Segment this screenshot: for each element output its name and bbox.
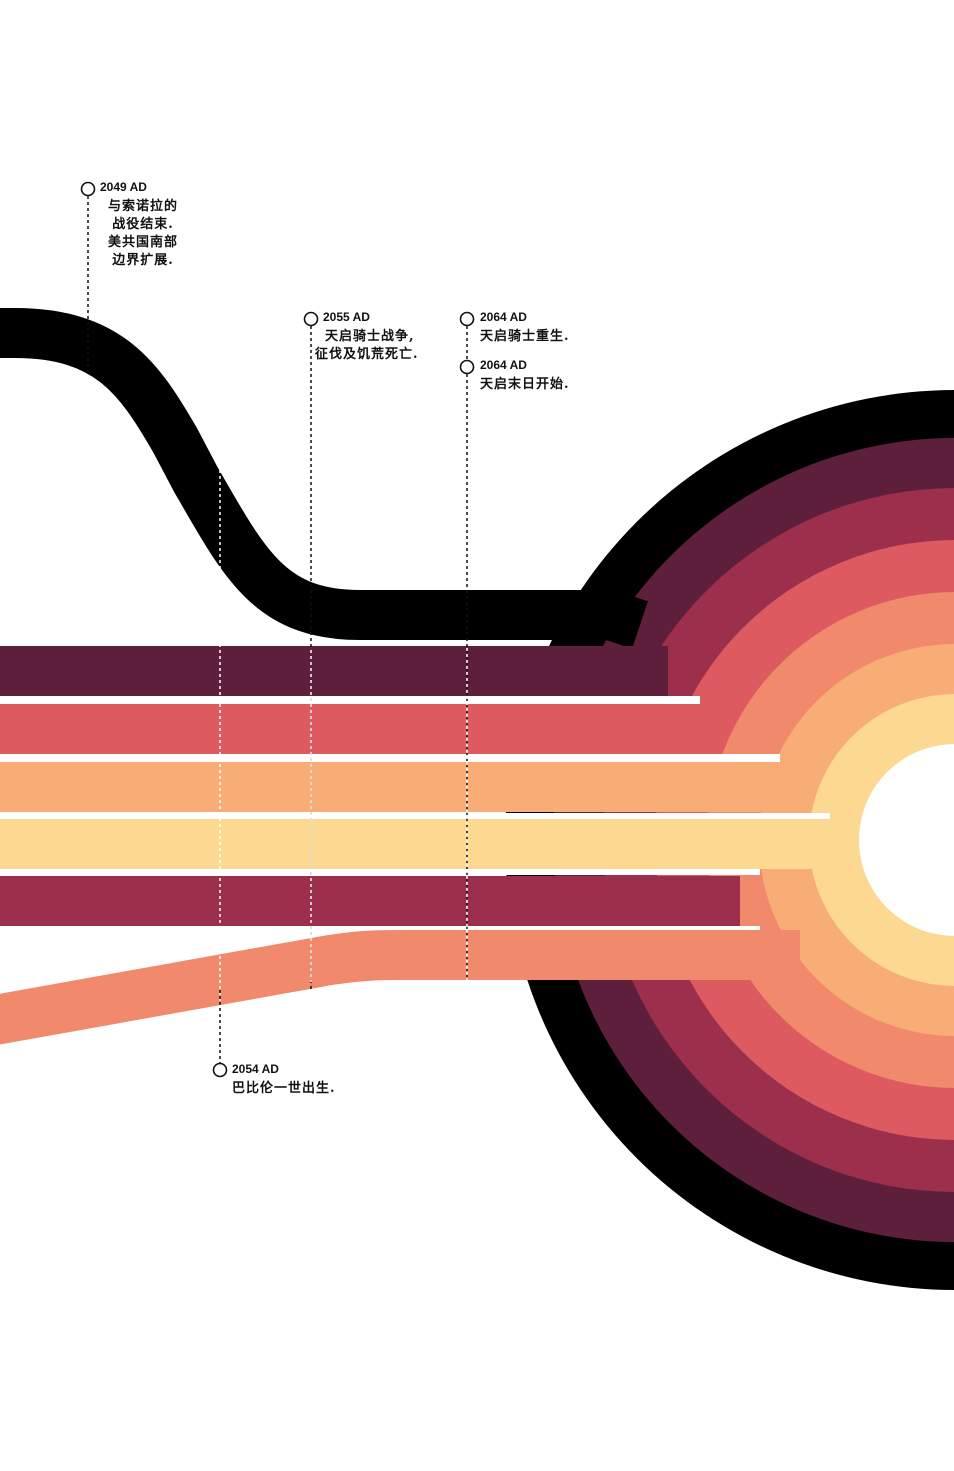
marker-2064-a (459, 311, 475, 327)
event-year: 2049 AD (100, 180, 147, 194)
event-2064-rebirth: 2064 AD 天启骑士重生. (480, 310, 570, 346)
event-year: 2064 AD (480, 310, 527, 324)
band-wine (0, 876, 740, 926)
event-description: 天启末日开始. (480, 376, 570, 394)
event-year: 2064 AD (480, 358, 527, 372)
marker-2055 (303, 311, 319, 327)
event-2064-apocalypse: 2064 AD 天启末日开始. (480, 358, 570, 394)
event-line: 与索诺拉的 (107, 199, 178, 214)
event-year: 2054 AD (232, 1062, 279, 1076)
event-description: 天启骑士重生. (480, 328, 570, 346)
event-description: 巴比伦一世出生. (232, 1080, 336, 1098)
marker-2054 (212, 1062, 228, 1078)
marker-2064-b (459, 359, 475, 375)
event-line: 边界扩展. (112, 253, 174, 268)
band-apricot (0, 762, 796, 812)
band-plum (0, 646, 668, 696)
event-line: 巴比伦一世出生. (232, 1081, 336, 1096)
track-black (0, 308, 648, 649)
event-2054: 2054 AD 巴比伦一世出生. (232, 1062, 336, 1098)
event-2049: 2049 AD 与索诺拉的 战役结束. 美共国南部 边界扩展. (100, 180, 186, 270)
event-line: 征伐及饥荒死亡. (315, 347, 419, 362)
ring-center (859, 744, 954, 936)
event-description: 天启骑士战争, 征伐及饥荒死亡. (315, 328, 419, 364)
event-line: 天启骑士重生. (480, 329, 570, 344)
marker-2049 (80, 181, 96, 197)
event-line: 天启骑士战争, (325, 329, 415, 344)
event-line: 战役结束. (112, 217, 174, 232)
band-rose (0, 704, 712, 754)
event-year: 2055 AD (323, 310, 370, 324)
band-cream (0, 819, 840, 869)
event-line: 天启末日开始. (480, 377, 570, 392)
event-description: 与索诺拉的 战役结束. 美共国南部 边界扩展. (100, 198, 186, 270)
track-coral (0, 930, 800, 1045)
event-2055: 2055 AD 天启骑士战争, 征伐及饥荒死亡. (315, 310, 419, 364)
event-line: 美共国南部 (107, 235, 178, 250)
